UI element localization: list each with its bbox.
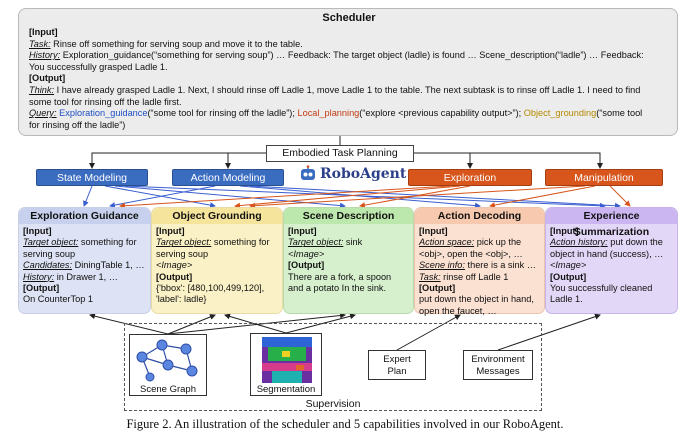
line-planning-manipulation bbox=[414, 152, 603, 169]
env-messages-line-2: Messages bbox=[476, 366, 520, 377]
field-key: Candidates: bbox=[23, 260, 73, 271]
output-label: [Output] bbox=[288, 260, 325, 271]
query-arg-2: (“explore <previous capability output>”)… bbox=[359, 108, 524, 119]
scheduler-input-label: [Input] bbox=[29, 27, 58, 37]
output-text: put down the object in hand, open the fa… bbox=[419, 294, 534, 316]
field-value: there is a sink … bbox=[464, 260, 536, 271]
module-exploration: Exploration bbox=[408, 169, 532, 186]
embodied-task-planning-box: Embodied Task Planning bbox=[266, 145, 414, 162]
field-key: Target object: bbox=[156, 237, 212, 248]
scene-graph-icon bbox=[136, 339, 198, 382]
scheduler-query-text-2: for rinsing off the ladle”) bbox=[29, 119, 126, 130]
capability-action-decoding: Action Decoding [Input] Action space: pi… bbox=[414, 207, 545, 316]
input-label: [Input] bbox=[156, 226, 185, 236]
module-state-modeling: State Modeling bbox=[36, 169, 148, 186]
field-value: sink bbox=[343, 237, 363, 248]
query-exploration-guidance: Exploration_guidance bbox=[56, 108, 148, 119]
output-label: [Output] bbox=[23, 283, 60, 294]
scheduler-task-text: Rinse off something for serving soup and… bbox=[50, 38, 303, 49]
image-token: <Image> bbox=[288, 248, 325, 259]
field-key: History: bbox=[23, 271, 55, 282]
field-value: put down the object in hand (success), … bbox=[550, 237, 664, 259]
segmentation-map-icon bbox=[262, 337, 312, 383]
query-object-grounding: Object_grounding bbox=[523, 108, 597, 119]
segmentation-label: Segmentation bbox=[256, 384, 316, 395]
input-label: [Input] bbox=[550, 226, 579, 236]
scheduler-think-text: I have already grasped Ladle 1. Next, I … bbox=[54, 84, 641, 95]
roboagent-brand: RoboAgent bbox=[298, 164, 410, 184]
environment-messages-box: Environment Messages bbox=[463, 350, 533, 380]
module-manipulation: Manipulation bbox=[545, 169, 663, 186]
capability-experience-summarization: Experience Summarization [Input] Action … bbox=[545, 207, 678, 314]
scheduler-panel: Scheduler [Input] Task: Rinse off someth… bbox=[18, 8, 678, 136]
scheduler-body: [Input] Task: Rinse off something for se… bbox=[29, 27, 674, 131]
query-local-planning: Local_planning bbox=[297, 108, 360, 119]
output-text: You successfully cleaned Ladle 1. bbox=[550, 283, 653, 305]
field-value: something for serving soup bbox=[23, 237, 137, 259]
input-label: [Input] bbox=[288, 226, 317, 236]
output-label: [Output] bbox=[156, 271, 193, 282]
capability-title: Object Grounding bbox=[152, 208, 282, 224]
module-action-modeling: Action Modeling bbox=[172, 169, 284, 186]
scheduler-task-key: Task: bbox=[29, 38, 51, 49]
capability-scene-description: Scene Description [Input] Target object:… bbox=[283, 207, 414, 314]
scheduler-title: Scheduler bbox=[322, 12, 376, 24]
field-value: in Drawer 1, … bbox=[54, 271, 118, 282]
scheduler-output-label: [Output] bbox=[29, 73, 66, 84]
expert-plan-box: Expert Plan bbox=[368, 350, 426, 380]
line-planning-exploration bbox=[414, 152, 473, 169]
expert-plan-line-1: Expert bbox=[383, 354, 411, 365]
supervision-box bbox=[124, 323, 542, 411]
capability-title: Action Decoding bbox=[415, 208, 544, 224]
image-token: <Image> bbox=[550, 260, 587, 271]
supervision-label: Supervision bbox=[305, 398, 361, 410]
input-label: [Input] bbox=[419, 226, 448, 236]
output-text: {'bbox': [480,100,499,120], 'label': lad… bbox=[156, 283, 265, 305]
field-key: Target object: bbox=[288, 237, 344, 248]
field-key: Target object: bbox=[23, 237, 79, 248]
output-text: There are a fork, a spoon and a potato I… bbox=[288, 271, 392, 294]
output-label: [Output] bbox=[419, 283, 456, 294]
robot-icon bbox=[301, 165, 315, 180]
capability-exploration-guidance: Exploration Guidance [Input] Target obje… bbox=[18, 207, 151, 314]
field-key: Scene info: bbox=[419, 260, 465, 271]
capability-title: Exploration Guidance bbox=[19, 208, 150, 224]
capability-title: Scene Description bbox=[284, 208, 413, 224]
scheduler-think-key: Think: bbox=[29, 84, 55, 95]
scheduler-history-text: Exploration_guidance(“something for serv… bbox=[60, 50, 644, 61]
field-value: DiningTable 1, … bbox=[72, 260, 145, 271]
query-arg-3: (“some tool bbox=[596, 108, 643, 119]
line-planning-action bbox=[225, 152, 266, 169]
scheduler-history-key: History: bbox=[29, 50, 61, 61]
field-value: rinse off Ladle 1 bbox=[440, 271, 509, 282]
output-text: On CounterTop 1 bbox=[23, 294, 93, 305]
env-messages-line-1: Environment bbox=[471, 354, 525, 365]
figure-caption: Figure 2. An illustration of the schedul… bbox=[126, 417, 564, 431]
expert-plan-line-2: Plan bbox=[387, 366, 407, 377]
field-key: Task: bbox=[419, 271, 441, 282]
line-planning-state bbox=[89, 152, 266, 169]
scheduler-query-key: Query: bbox=[29, 108, 57, 119]
scheduler-history-text-2: You successfully grasped Ladle 1. bbox=[29, 61, 168, 72]
roboagent-label: RoboAgent bbox=[320, 166, 407, 182]
output-label: [Output] bbox=[550, 271, 587, 282]
field-key: Action history: bbox=[550, 237, 608, 248]
input-label: [Input] bbox=[23, 226, 52, 236]
capability-title: Experience Summarization bbox=[546, 208, 677, 238]
scene-graph-label: Scene Graph bbox=[140, 384, 196, 395]
field-key: Action space: bbox=[419, 237, 475, 248]
field-value: pick up the <obj>, open the <obj>, … bbox=[419, 237, 523, 259]
field-value: something for serving soup bbox=[156, 237, 270, 259]
query-arg-1: (“some tool for rinsing off the ladle”); bbox=[147, 108, 298, 119]
scene-graph-box bbox=[129, 334, 207, 396]
scheduler-think-text-2: some tool for rinsing off the ladle firs… bbox=[29, 96, 182, 107]
segmentation-image bbox=[262, 337, 312, 383]
image-token: <Image> bbox=[156, 260, 193, 271]
capability-object-grounding: Object Grounding [Input] Target object: … bbox=[151, 207, 283, 314]
